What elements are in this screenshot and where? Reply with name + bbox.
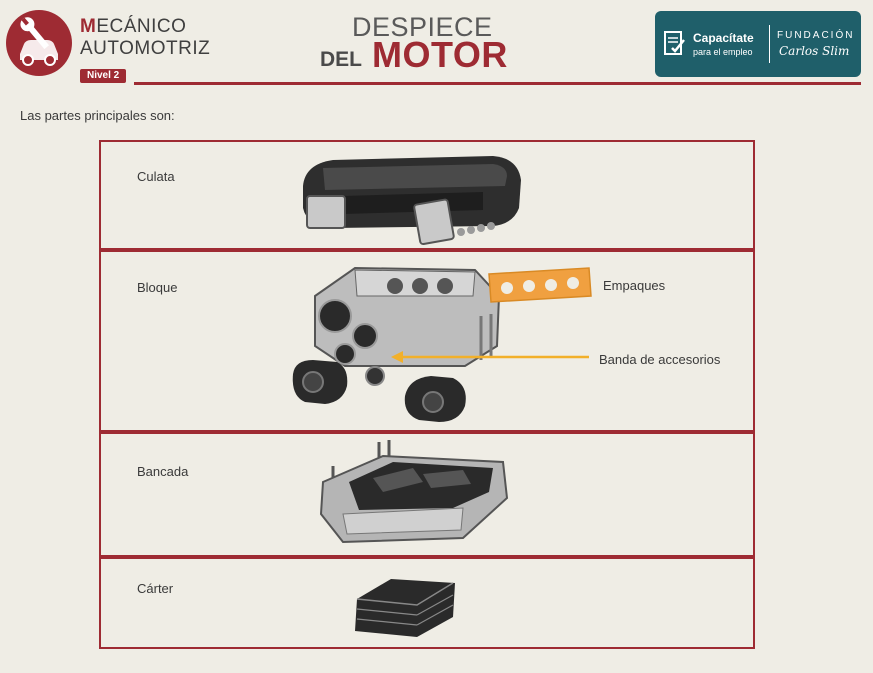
brand-rest: ECÁNICO	[96, 16, 187, 37]
gasket-image	[488, 267, 592, 303]
brand-name-line1: MECÁNICO	[80, 16, 186, 38]
panel-label-bloque: Bloque	[137, 280, 178, 295]
panel-carter: Cárter	[99, 557, 755, 649]
crankcase-frame-image	[319, 440, 509, 544]
panel-culata: Culata	[99, 140, 755, 250]
partner-signature: Carlos Slim	[779, 44, 850, 58]
brand-name-line2: AUTOMOTRIZ	[80, 38, 211, 59]
callout-arrow	[391, 351, 589, 363]
header-divider	[134, 82, 861, 85]
wrench-car-icon	[6, 10, 72, 76]
oil-pan-image	[355, 579, 455, 637]
panel-label-carter: Cárter	[137, 581, 174, 596]
intro-text: Las partes principales son:	[20, 108, 175, 123]
partner-divider	[769, 25, 770, 63]
panel-bancada: Bancada	[99, 432, 755, 557]
panel-label-culata: Culata	[137, 169, 175, 184]
page-title-top: DESPIECE	[352, 12, 493, 42]
partner-foundation: FUNDACIÓN	[777, 30, 855, 41]
certificate-icon	[664, 31, 685, 55]
cylinder-head-image	[303, 156, 521, 245]
callout-gaskets: Empaques	[603, 278, 666, 293]
partner-subtitle: para el empleo	[693, 47, 753, 57]
page-header: MECÁNICO AUTOMOTRIZ Nivel 2 DESPIECE DEL…	[0, 0, 873, 90]
callout-accessory-belt: Banda de accesorios	[599, 352, 721, 367]
engine-block-image	[292, 266, 501, 422]
panel-bloque: Bloque Empaques Banda de accesorios	[99, 250, 755, 432]
level-badge: Nivel 2	[80, 69, 127, 83]
panel-label-bancada: Bancada	[137, 464, 189, 479]
brand-first-letter: M	[80, 16, 97, 37]
partner-logo: Capacítate para el empleo FUNDACIÓN Carl…	[655, 11, 861, 77]
page-title-main: MOTOR	[372, 34, 508, 75]
page-title-small: DEL	[320, 48, 362, 71]
partner-name: Capacítate	[693, 31, 754, 45]
